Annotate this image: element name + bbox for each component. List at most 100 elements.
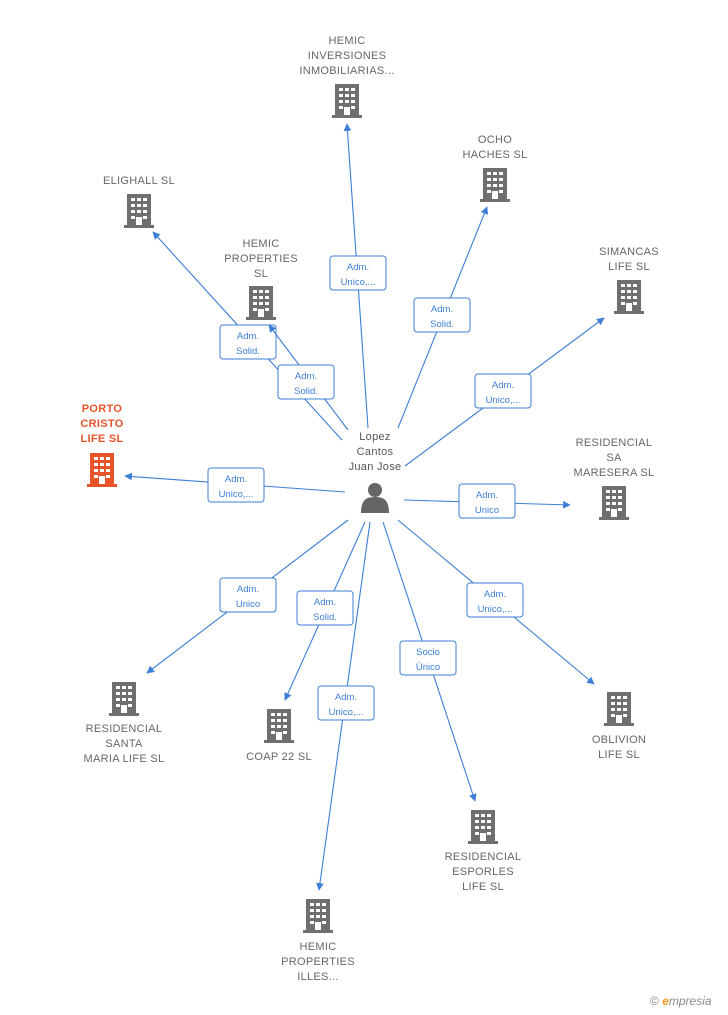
- company-name-line: MARIA LIFE SL: [84, 753, 165, 765]
- role-label-text: Adm.: [335, 692, 357, 703]
- footer-brand: © empresia: [650, 994, 712, 1008]
- company-name-line: ELIGHALL SL: [103, 175, 175, 187]
- role-label-text: Unico,...: [341, 277, 376, 288]
- company-node-porto-cristo[interactable]: PORTO CRISTO LIFE SL: [80, 403, 123, 487]
- company-name-line: HEMIC: [329, 35, 366, 47]
- role-label-text: Socio: [416, 647, 440, 658]
- company-name-line: RESIDENCIAL: [445, 851, 522, 863]
- company-name-line: PROPERTIES: [224, 253, 298, 265]
- role-label-text: Adm.: [237, 331, 259, 342]
- edge-residencial-santa-maria: Adm. Unico: [146, 519, 349, 674]
- company-name-line: OBLIVION: [592, 734, 646, 746]
- role-label-text: Solid.: [294, 386, 318, 397]
- role-label-text: Único: [416, 662, 440, 673]
- role-label-text: Solid.: [236, 346, 260, 357]
- role-label-box[interactable]: Adm. Solid.: [277, 364, 335, 400]
- company-name-line: PORTO: [82, 403, 123, 415]
- edge-porto-cristo: Adm. Unico,...: [124, 467, 346, 503]
- company-name-line: CRISTO: [80, 418, 123, 430]
- role-label-box[interactable]: Adm.Unico: [458, 483, 516, 519]
- role-label-text: Adm.: [237, 584, 259, 595]
- building-icon: [480, 168, 510, 202]
- role-label-frame: [399, 640, 457, 676]
- role-label-box[interactable]: Adm.Solid.: [296, 590, 354, 626]
- company-name-line: HEMIC: [300, 941, 337, 953]
- company-name-line: SA: [606, 452, 622, 464]
- building-icon: [468, 810, 498, 844]
- company-node-hemic-properties-illes[interactable]: HEMIC PROPERTIES ILLES...: [281, 899, 355, 983]
- company-name-line: HACHES SL: [462, 149, 527, 161]
- role-label-text: Unico: [236, 599, 260, 610]
- building-icon: [109, 682, 139, 716]
- company-node-oblivion-life[interactable]: OBLIVION LIFE SL: [592, 692, 646, 761]
- company-name-line: OCHO: [478, 134, 512, 146]
- edge-simancas-life: Adm.Unico,...: [404, 317, 605, 467]
- role-label-box[interactable]: Adm. Unico: [219, 577, 277, 613]
- company-name-line: COAP 22 SL: [246, 751, 312, 763]
- role-label-text: Adm.: [314, 597, 336, 608]
- company-name-line: RESIDENCIAL: [576, 437, 653, 449]
- edge-hemic-properties-illes: Adm. Unico,...: [316, 521, 375, 891]
- company-node-elighall[interactable]: ELIGHALL SL: [103, 175, 175, 228]
- role-label-text: Adm.: [484, 589, 506, 600]
- company-name-line: LIFE SL: [80, 433, 123, 445]
- company-name-line: ILLES...: [297, 971, 339, 983]
- role-label-box[interactable]: Adm. Solid.: [219, 324, 277, 360]
- company-node-hemic-inversiones[interactable]: HEMICINVERSIONESINMOBILIARIAS...: [299, 35, 394, 118]
- company-name-line: LIFE SL: [608, 261, 650, 273]
- role-label-text: Adm.: [225, 474, 247, 485]
- company-name-line: PROPERTIES: [281, 956, 355, 968]
- role-label-box[interactable]: Adm. Unico,...: [329, 255, 387, 291]
- building-icon: [264, 709, 294, 743]
- role-label-text: Adm.: [347, 262, 369, 273]
- company-node-simancas-life[interactable]: SIMANCAS LIFE SL: [599, 246, 659, 314]
- company-name-line: SIMANCAS: [599, 246, 659, 258]
- building-icon: [604, 692, 634, 726]
- role-label-text: Unico: [475, 505, 499, 516]
- company-name-line: HEMIC: [243, 238, 280, 250]
- building-icon: [599, 486, 629, 520]
- edge-coap-22: Adm.Solid.: [284, 521, 366, 701]
- role-label-box[interactable]: Adm. Unico,...: [207, 467, 265, 503]
- role-label-box[interactable]: Adm.Unico,...: [466, 582, 524, 618]
- person-body: [361, 497, 389, 513]
- role-label-frame: [413, 297, 471, 333]
- role-label-box[interactable]: Adm. Solid.: [413, 297, 471, 333]
- brand-logo[interactable]: empresia: [662, 994, 712, 1008]
- role-label-frame: [329, 255, 387, 291]
- role-label-box[interactable]: Adm. Unico,...: [317, 685, 375, 721]
- company-name-line: SANTA: [105, 738, 143, 750]
- company-name-line: INMOBILIARIAS...: [299, 65, 394, 77]
- person-name-line: Juan Jose: [349, 461, 402, 473]
- role-label-text: Unico,...: [329, 707, 364, 718]
- role-label-frame: [466, 582, 524, 618]
- role-label-box[interactable]: Adm.Unico,...: [474, 373, 532, 409]
- company-node-coap-22[interactable]: COAP 22 SL: [246, 709, 312, 763]
- building-icon: [303, 899, 333, 933]
- role-label-frame: [277, 364, 335, 400]
- role-label-frame: [458, 483, 516, 519]
- role-label-text: Adm.: [431, 304, 453, 315]
- role-label-frame: [474, 373, 532, 409]
- edge-elighall: Adm. Solid.: [152, 231, 343, 441]
- role-label-text: Adm.: [295, 371, 317, 382]
- role-label-frame: [219, 577, 277, 613]
- role-label-text: Unico,...: [219, 489, 254, 500]
- building-icon: [332, 84, 362, 118]
- building-icon: [246, 286, 276, 320]
- company-node-ocho-haches[interactable]: OCHO HACHES SL: [462, 134, 527, 202]
- building-icon: [124, 194, 154, 228]
- company-name-line: LIFE SL: [462, 881, 504, 893]
- company-name-line: LIFE SL: [598, 749, 640, 761]
- role-label-text: Solid.: [430, 319, 454, 330]
- edge-oblivion-life: Adm.Unico,...: [397, 519, 595, 685]
- person-icon: [361, 483, 389, 513]
- role-label-text: Unico,...: [486, 395, 521, 406]
